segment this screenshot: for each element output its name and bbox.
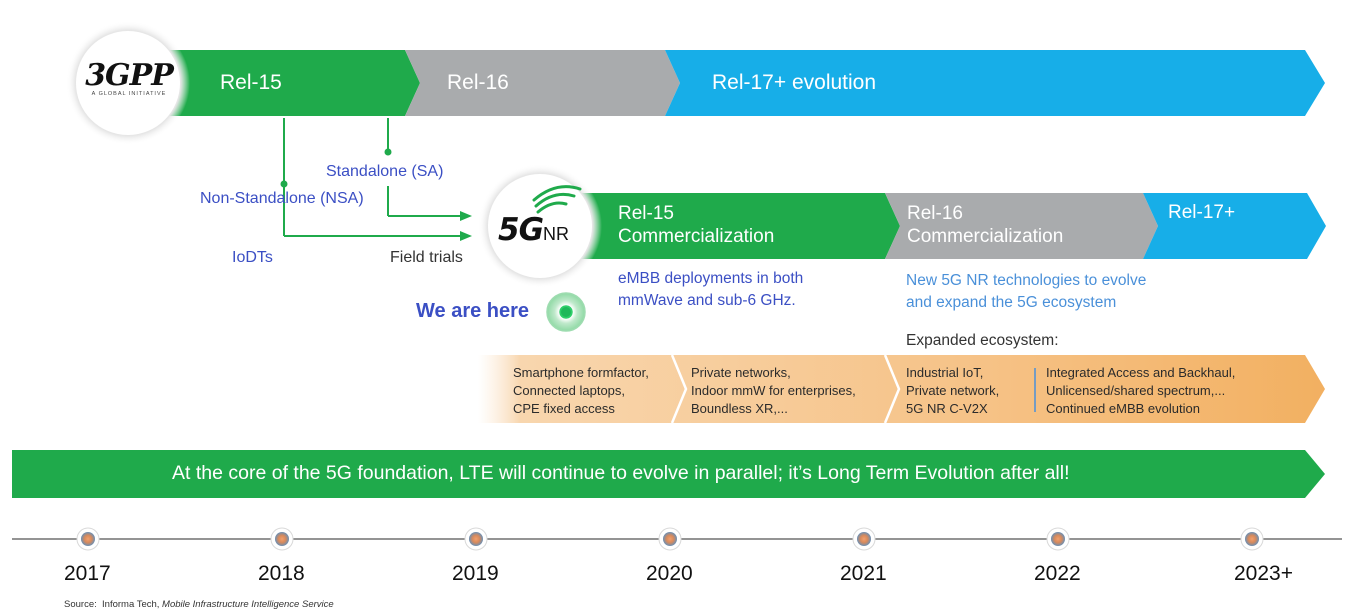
top-rel15-label: Rel-15 [220,71,282,94]
rel15-commercialization-arrow [580,193,900,259]
use-case-4-line1: Integrated Access and Backhaul, [1046,365,1236,380]
use-case-4-line2: Unlicensed/shared spectrum,... [1046,383,1226,398]
use-case-divider-2 [883,354,901,424]
new-tech-note-line1: New 5G NR technologies to evolve [906,272,1147,289]
we-are-here-label: We are here [416,300,530,322]
rel15-commercialization-label: Rel-15 Commercialization [618,202,774,248]
nr-logo-nr: NR [543,224,570,244]
year-2020: 2020 [646,562,693,585]
year-2023-plus: 2023+ [1234,562,1293,585]
rel16-commercialization-arrow [885,193,1158,259]
use-case-1-line3: CPE fixed access [513,401,615,416]
nsa-label: Non-Standalone (NSA) [200,190,364,207]
logo-circle [76,31,180,135]
rel17-top-arrow [665,50,1325,116]
rel16-commercialization-label: Rel-16 Commercialization [907,202,1063,248]
source-title: Mobile Infrastructure Intelligence Servi… [162,599,334,610]
logo-tagline: A GLOBAL INITIATIVE [91,91,167,97]
use-case-2-line3: Boundless XR,... [691,401,788,416]
source-prefix: Source: Informa Tech, [64,599,163,610]
embb-note-line1: eMBB deployments in both [618,270,804,287]
nr-circle [488,174,592,278]
field-trials-label: Field trials [390,249,463,266]
arrowhead-sa [460,211,472,221]
commercialization-label-2: Commercialization [907,226,1064,247]
top-rel16-label: Rel-16 [447,71,509,94]
rel17-second-arrow [1143,193,1326,259]
connector-lines [283,118,460,237]
rel16-label: Rel-16 [907,203,963,224]
nsa-node [280,180,288,188]
embb-note: eMBB deployments in both mmWave and sub-… [618,268,803,312]
commercialization-label-1: Commercialization [618,226,775,247]
logo-3gpp: 3GPP A GLOBAL INITIATIVE [84,58,174,97]
use-case-3-line1: Industrial IoT, [906,365,984,380]
expanded-ecosystem-label: Expanded ecosystem: [906,332,1059,349]
year-2022: 2022 [1034,562,1081,585]
sa-label: Standalone (SA) [326,163,444,180]
use-case-1-line2: Connected laptops, [513,383,626,398]
use-case-4: Integrated Access and Backhaul, Unlicens… [1046,364,1235,418]
nr-signal-icon [532,185,582,214]
use-case-2: Private networks, Indoor mmW for enterpr… [691,364,856,418]
use-case-3-line3: 5G NR C-V2X [906,401,988,416]
rel15-label: Rel-15 [618,203,674,224]
we-are-here-dot [561,307,571,317]
year-2021: 2021 [840,562,887,585]
source-note: Source: Informa Tech, Mobile Infrastruct… [64,599,334,610]
new-tech-note-line2: and expand the 5G ecosystem [906,294,1117,311]
use-case-2-line1: Private networks, [691,365,791,380]
embb-note-line2: mmWave and sub-6 GHz. [618,292,796,309]
rel17-second-label: Rel-17+ [1168,202,1236,223]
new-tech-note: New 5G NR technologies to evolve and exp… [906,270,1146,314]
rel16-top-arrow [405,50,680,116]
rel15-top-arrow [150,50,420,116]
lte-banner-arrow [12,450,1325,498]
use-case-divider-1 [670,354,688,424]
year-2018: 2018 [258,562,305,585]
iodts-label: IoDTs [232,249,273,266]
timeline-dots [76,527,1264,551]
sa-node [384,148,392,156]
lte-banner-text: At the core of the 5G foundation, LTE wi… [172,462,1070,484]
year-2019: 2019 [452,562,499,585]
logo-wordmark: 3GPP [85,58,174,93]
use-case-4-line3: Continued eMBB evolution [1046,401,1200,416]
nr-logo: 5GNR [498,212,569,248]
use-case-2-line2: Indoor mmW for enterprises, [691,383,856,398]
use-case-3-line2: Private network, [906,383,1000,398]
use-case-arrow [478,355,1325,423]
nr-logo-5g: 5G [498,212,544,248]
year-2017: 2017 [64,562,111,585]
use-case-1-line1: Smartphone formfactor, [513,365,649,380]
use-case-3: Industrial IoT, Private network, 5G NR C… [906,364,999,418]
use-case-1: Smartphone formfactor, Connected laptops… [513,364,649,418]
top-rel17-label: Rel-17+ evolution [712,71,877,94]
arrowhead-nsa [460,231,472,241]
